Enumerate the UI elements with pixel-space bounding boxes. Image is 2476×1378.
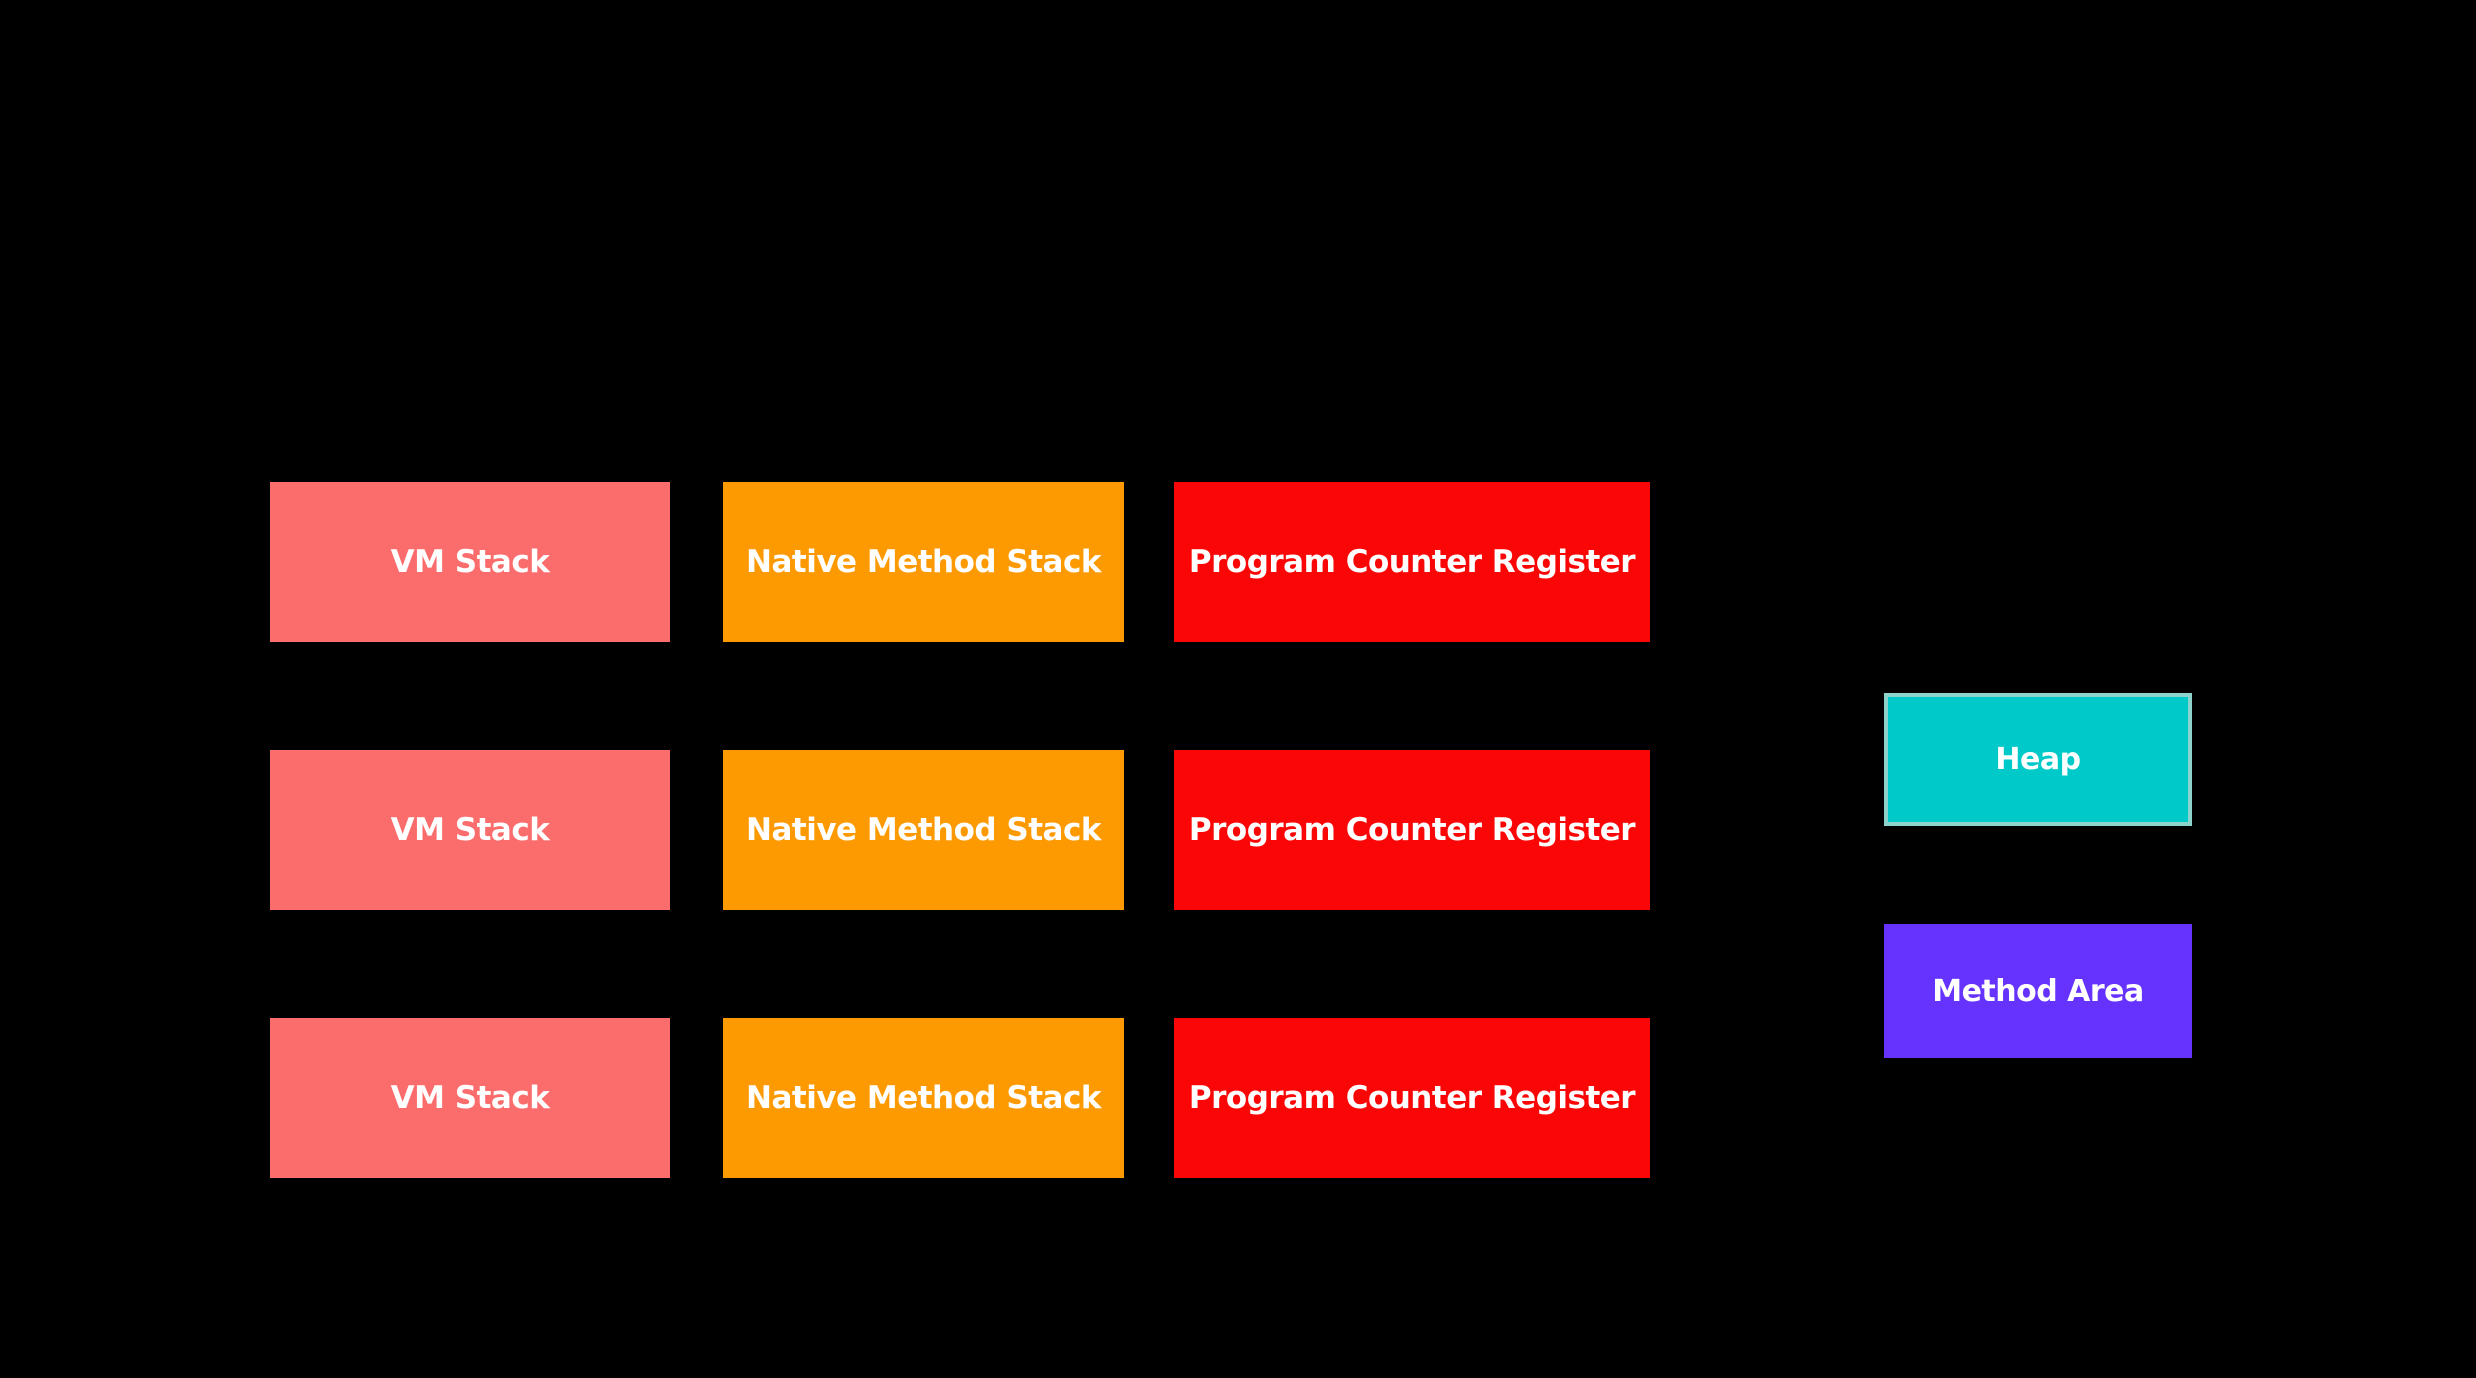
vm-stack-box-row1: VM Stack <box>270 482 670 642</box>
heap-box: Heap <box>1884 693 2192 826</box>
method-area-box: Method Area <box>1884 924 2192 1058</box>
program-counter-register-box-row2: Program Counter Register <box>1174 750 1650 910</box>
vm-stack-box-row2: VM Stack <box>270 750 670 910</box>
native-method-stack-box-row1: Native Method Stack <box>723 482 1124 642</box>
vm-stack-box-row3: VM Stack <box>270 1018 670 1178</box>
program-counter-register-box-row1: Program Counter Register <box>1174 482 1650 642</box>
native-method-stack-box-row2: Native Method Stack <box>723 750 1124 910</box>
program-counter-register-box-row3: Program Counter Register <box>1174 1018 1650 1178</box>
native-method-stack-box-row3: Native Method Stack <box>723 1018 1124 1178</box>
